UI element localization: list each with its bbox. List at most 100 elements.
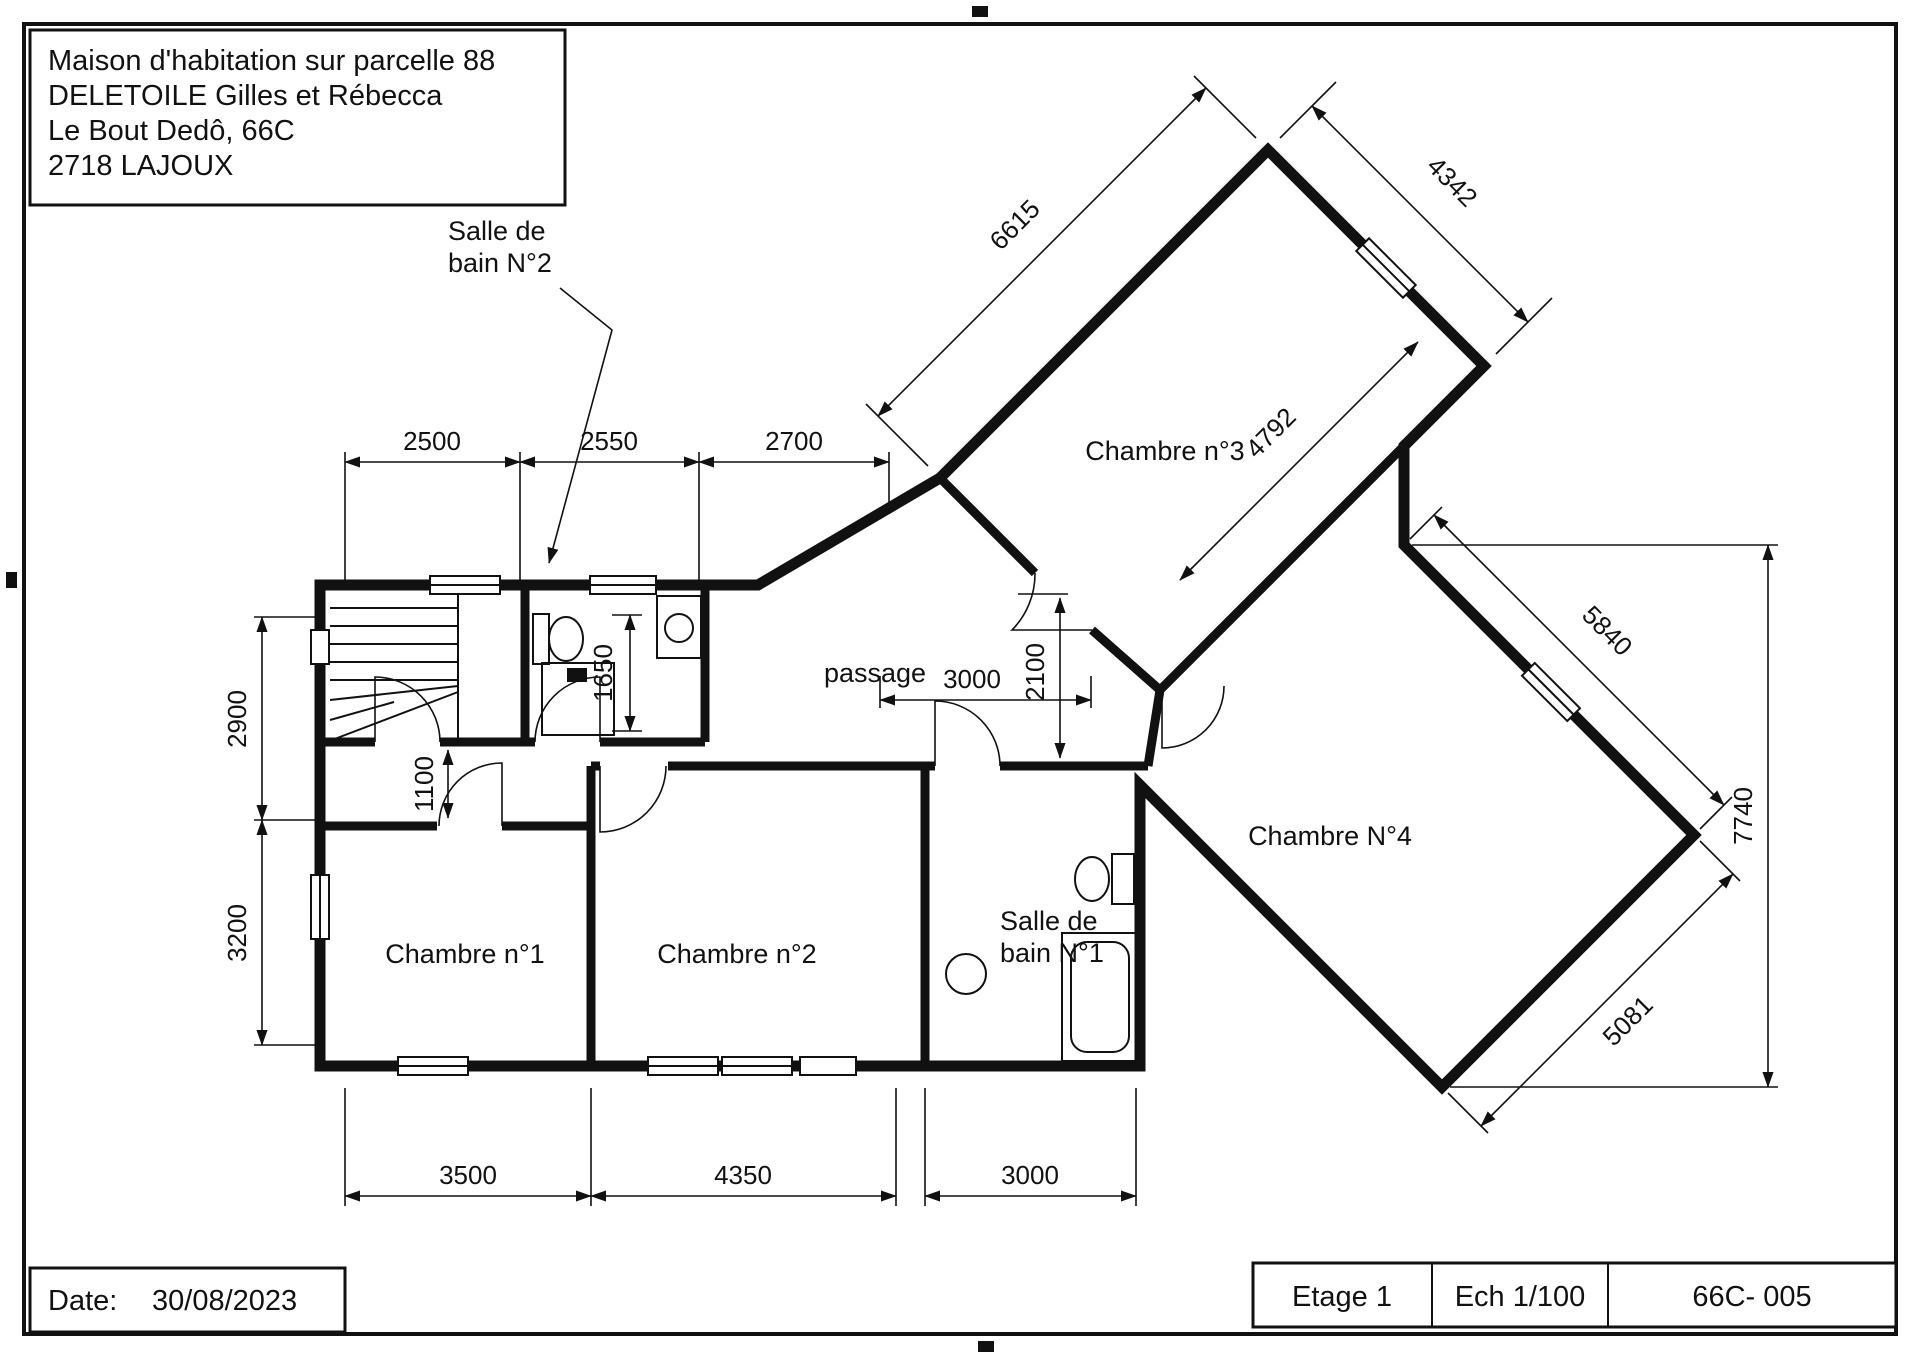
dim-1100-label: 1100 [409, 756, 439, 812]
footer-strip-rect [1251, 1261, 1898, 1329]
dim-chambre4-se: 5081 [1447, 840, 1741, 1134]
dim-passage-height: 2100 [1018, 593, 1068, 759]
stair-treads [329, 591, 459, 742]
washbasin-bath1 [945, 953, 987, 995]
window-chambre4-line [1527, 668, 1575, 716]
dim-top-extensions [344, 452, 890, 580]
dim-5840-line [1433, 514, 1725, 806]
dim-4792-line [1179, 341, 1419, 581]
dim-left-1-label: 2900 [222, 690, 252, 748]
door-chambre1 [438, 762, 503, 827]
dim-7740-extensions [1412, 544, 1778, 1088]
dim-left-extensions [254, 616, 322, 1046]
door-bath2 [534, 676, 601, 743]
dim-right-overall: 7740 [1412, 544, 1778, 1088]
door-chambre2 [599, 765, 667, 833]
title-block-box [28, 28, 567, 207]
dim-bottom-2-label: 4350 [714, 1160, 772, 1190]
interior-walls [320, 442, 1408, 1066]
bathtub-outer-bath1 [1061, 932, 1139, 1062]
dim-chambre3-ne: 4342 [1279, 81, 1553, 355]
window-left-stair [310, 629, 330, 665]
dim-4342-extensions [1279, 81, 1553, 355]
dim-6615-extensions [865, 75, 1257, 467]
dim-7740-label: 7740 [1728, 787, 1758, 845]
dim-bottom-1-label: 3500 [439, 1160, 497, 1190]
label-bath1-line1: Salle de [1000, 906, 1098, 936]
label-chambre4: Chambre N°4 [1248, 821, 1412, 851]
footer-strip: Etage 1 Ech 1/100 66C- 005 [1251, 1261, 1898, 1329]
door-chambre4 [1161, 685, 1225, 749]
dim-4792-label: 4792 [1240, 402, 1302, 464]
dim-6615-label: 6615 [984, 194, 1046, 256]
dim-bath2-height: 1650 [588, 614, 642, 732]
toilet-bowl-bath1 [1074, 856, 1110, 902]
title-block: Maison d'habitation sur parcelle 88 DELE… [28, 28, 567, 207]
dim-top-1-label: 2500 [403, 426, 461, 456]
date-box-rect [28, 1266, 347, 1334]
bath2-callout: Salle de bain N°2 [448, 216, 613, 564]
label-bath2-line2: bain N°2 [448, 248, 552, 278]
dim-1650-label: 1650 [588, 644, 618, 702]
window-chambre3 [1354, 236, 1418, 300]
room-labels: Chambre n°1 Chambre n°2 Chambre n°3 Cham… [385, 436, 1412, 969]
registration-mark-top [972, 6, 988, 17]
sheet-border [22, 22, 1898, 1336]
dim-passage-width: 3000 [879, 664, 1092, 708]
bath2-leader-line [547, 287, 613, 564]
dim-4342-label: 4342 [1421, 151, 1483, 213]
washbasin-counter-bath2 [656, 595, 702, 659]
shower-tray-bath2 [541, 662, 615, 736]
toilet-tank-bath2 [532, 613, 550, 665]
dim-5081-extensions [1447, 840, 1741, 1134]
label-bath1-line2: bain N°1 [1000, 938, 1104, 968]
date-label: Date: [48, 1285, 117, 1317]
dim-top-3-label: 2700 [765, 426, 823, 456]
shower-drain-bath2 [567, 668, 587, 682]
label-chambre2: Chambre n°2 [657, 939, 816, 969]
dim-left-2-label: 3200 [222, 904, 252, 962]
dim-6615-line [877, 87, 1207, 417]
registration-mark-bottom [978, 1341, 994, 1352]
dim-chambre3-nw: 6615 [865, 75, 1257, 467]
dim-bottom-extensions [344, 1088, 1137, 1206]
label-chambre1: Chambre n°1 [385, 939, 544, 969]
date-box: Date: 30/08/2023 [28, 1266, 347, 1334]
dim-top-chain: 2500 2550 2700 [344, 426, 890, 580]
window-chambre4 [1520, 661, 1582, 723]
dim-3000p-label: 3000 [943, 664, 1001, 694]
registration-mark-left [6, 572, 17, 588]
dim-hallway: 1100 [409, 749, 454, 819]
dim-5081-line [1480, 873, 1734, 1127]
dim-5081-label: 5081 [1597, 990, 1659, 1052]
title-line-4: 2718 LAJOUX [48, 150, 233, 182]
title-line-3: Le Bout Dedô, 66C [48, 115, 295, 147]
label-bath2-line1: Salle de [448, 216, 546, 246]
door-bath1 [934, 700, 1001, 767]
washbasin-bowl-bath2 [664, 613, 694, 643]
dim-5840-extensions [1409, 506, 1733, 830]
door-chambre3 [1010, 572, 1092, 631]
date-value: 30/08/2023 [152, 1285, 297, 1317]
title-line-2: DELETOILE Gilles et Rébecca [48, 80, 443, 112]
door-stair [374, 676, 441, 743]
bathtub-inner-bath1 [1070, 941, 1130, 1053]
dim-left-chain: 2900 3200 [222, 616, 322, 1046]
dim-4342-line [1311, 105, 1529, 323]
footer-scale: Ech 1/100 [1455, 1281, 1586, 1313]
label-chambre3: Chambre n°3 [1085, 436, 1244, 466]
doors [374, 572, 1225, 833]
label-passage: passage [824, 658, 926, 688]
window-bottom-4 [799, 1056, 857, 1076]
title-line-1: Maison d'habitation sur parcelle 88 [48, 45, 495, 77]
window-chambre3-line [1361, 243, 1411, 293]
dim-bottom-chain: 3500 4350 3000 [344, 1088, 1137, 1206]
footer-floor: Etage 1 [1292, 1281, 1392, 1313]
dim-top-2-label: 2550 [580, 426, 638, 456]
dim-bottom-3-label: 3000 [1001, 1160, 1059, 1190]
dim-2100-label: 2100 [1020, 643, 1050, 701]
staircase [329, 591, 459, 742]
footer-ref: 66C- 005 [1692, 1281, 1811, 1313]
toilet-tank-bath1 [1111, 853, 1135, 905]
